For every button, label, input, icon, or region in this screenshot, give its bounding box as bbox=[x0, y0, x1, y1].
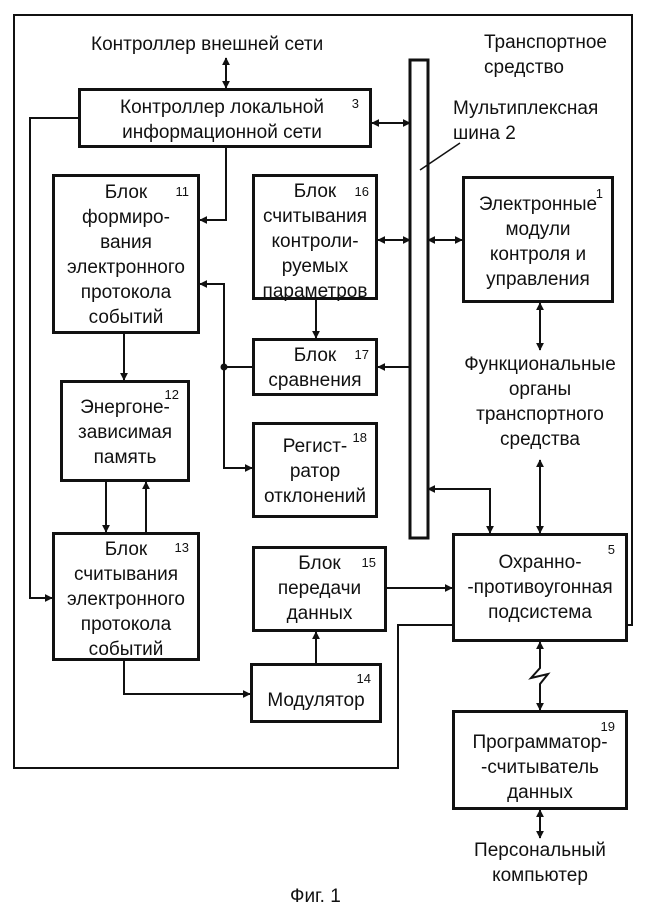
block-19-line: Программатор- bbox=[455, 730, 625, 755]
external-controller-label: Контроллер внешней сети bbox=[91, 32, 323, 57]
block-5-number: 5 bbox=[608, 543, 615, 557]
block-1-line: Электронные bbox=[465, 192, 611, 217]
block-16-parameter-reading: Блок считывания контроли- руемых парамет… bbox=[252, 174, 378, 300]
bus-b5-arrow bbox=[428, 489, 490, 533]
block-12-line: память bbox=[63, 445, 187, 470]
block-11-number: 11 bbox=[176, 185, 190, 199]
block-11-line: формиро- bbox=[55, 205, 197, 230]
block-19-programmer-reader: Программатор- -считыватель данных 19 bbox=[452, 710, 628, 810]
b17-to-b18-arrow bbox=[224, 367, 252, 468]
multiplex-bus bbox=[410, 60, 428, 538]
figure-caption: Фиг. 1 bbox=[290, 884, 341, 909]
b5-b19-wireless-arrow bbox=[531, 642, 548, 710]
block-16-number: 16 bbox=[355, 185, 369, 199]
block-13-label: Блок считывания электронного протокола с… bbox=[55, 537, 197, 662]
block-11-protocol-forming: Блок формиро- вания электронного протоко… bbox=[52, 174, 200, 334]
block-16-line: руемых bbox=[255, 254, 375, 279]
block-3-local-network-controller: Контроллер локальной информационной сети… bbox=[78, 88, 372, 148]
block-3-line: информационной сети bbox=[95, 120, 349, 145]
block-11-label: Блок формиро- вания электронного протоко… bbox=[55, 180, 197, 330]
block-18-line: отклонений bbox=[255, 484, 375, 509]
block-13-line: протокола bbox=[55, 612, 197, 637]
block-1-electronic-modules: Электронные модули контроля и управления… bbox=[462, 176, 614, 303]
functional-organs-line: средства bbox=[444, 427, 636, 452]
block-5-line: подсистема bbox=[455, 600, 625, 625]
block-16-line: контроли- bbox=[255, 229, 375, 254]
block-13-number: 13 bbox=[175, 541, 189, 555]
functional-organs-line: транспортного bbox=[444, 402, 636, 427]
block-13-protocol-reading: Блок считывания электронного протокола с… bbox=[52, 532, 200, 661]
personal-computer-line: компьютер bbox=[444, 863, 636, 888]
block-13-line: считывания bbox=[55, 562, 197, 587]
block-1-line: контроля и bbox=[465, 242, 611, 267]
block-11-line: протокола bbox=[55, 280, 197, 305]
outer-label-line: средство bbox=[484, 55, 607, 80]
outer-label-line: Транспортное bbox=[484, 30, 607, 55]
block-15-line: данных bbox=[255, 601, 384, 626]
block-1-line: модули bbox=[465, 217, 611, 242]
block-18-label: Регист- ратор отклонений bbox=[255, 434, 375, 509]
block-12-nonvolatile-memory: Энергоне- зависимая память 12 bbox=[60, 380, 190, 482]
block-1-label: Электронные модули контроля и управления bbox=[465, 192, 611, 292]
block-18-line: ратор bbox=[255, 459, 375, 484]
personal-computer-line: Персональный bbox=[444, 838, 636, 863]
block-1-line: управления bbox=[465, 267, 611, 292]
block-1-number: 1 bbox=[596, 187, 603, 201]
block-5-label: Охранно- -противоугонная подсистема bbox=[455, 550, 625, 625]
block-12-number: 12 bbox=[165, 388, 179, 402]
block-19-label: Программатор- -считыватель данных bbox=[455, 730, 625, 805]
block-13-line: событий bbox=[55, 637, 197, 662]
block-12-label: Энергоне- зависимая память bbox=[63, 395, 187, 470]
block-12-line: зависимая bbox=[63, 420, 187, 445]
functional-organs-line: Функциональные bbox=[444, 352, 636, 377]
functional-organs-label: Функциональные органы транспортного сред… bbox=[444, 352, 636, 452]
bus-label-line: Мультиплексная bbox=[453, 96, 598, 121]
block-17-number: 17 bbox=[355, 348, 369, 362]
block-19-number: 19 bbox=[601, 720, 615, 734]
branch-node bbox=[221, 364, 228, 371]
bus-label-line: шина 2 bbox=[453, 121, 598, 146]
block-15-number: 15 bbox=[362, 556, 376, 570]
block-19-line: -считыватель bbox=[455, 755, 625, 780]
block-11-line: событий bbox=[55, 305, 197, 330]
b13-to-b14-arrow bbox=[124, 661, 250, 694]
block-5-line: Охранно- bbox=[455, 550, 625, 575]
block-18-deviation-recorder: Регист- ратор отклонений 18 bbox=[252, 422, 378, 518]
b3-to-b11-arrow bbox=[200, 148, 226, 220]
block-3-number: 3 bbox=[352, 97, 359, 111]
block-15-line: передачи bbox=[255, 576, 384, 601]
block-3-line: Контроллер локальной bbox=[95, 95, 349, 120]
b17-to-b11-arrow bbox=[200, 284, 224, 367]
block-18-number: 18 bbox=[353, 431, 367, 445]
block-3-label: Контроллер локальной информационной сети bbox=[95, 95, 349, 145]
block-11-line: вания bbox=[55, 230, 197, 255]
block-16-line: параметров bbox=[255, 279, 375, 304]
block-14-label: Модулятор bbox=[253, 688, 379, 713]
block-15-data-transmission: Блок передачи данных 15 bbox=[252, 546, 387, 632]
block-14-modulator: Модулятор 14 bbox=[250, 663, 382, 723]
outer-label: Транспортное средство bbox=[484, 30, 607, 80]
block-17-comparison: Блок сравнения 17 bbox=[252, 338, 378, 396]
block-19-line: данных bbox=[455, 780, 625, 805]
block-17-line: сравнения bbox=[255, 368, 375, 393]
block-13-line: электронного bbox=[55, 587, 197, 612]
block-16-line: считывания bbox=[255, 204, 375, 229]
block-5-security-subsystem: Охранно- -противоугонная подсистема 5 bbox=[452, 533, 628, 642]
functional-organs-line: органы bbox=[444, 377, 636, 402]
block-14-number: 14 bbox=[357, 672, 371, 686]
block-14-line: Модулятор bbox=[253, 688, 379, 713]
block-11-line: электронного bbox=[55, 255, 197, 280]
bus-label: Мультиплексная шина 2 bbox=[453, 96, 598, 146]
personal-computer-label: Персональный компьютер bbox=[444, 838, 636, 888]
block-5-line: -противоугонная bbox=[455, 575, 625, 600]
